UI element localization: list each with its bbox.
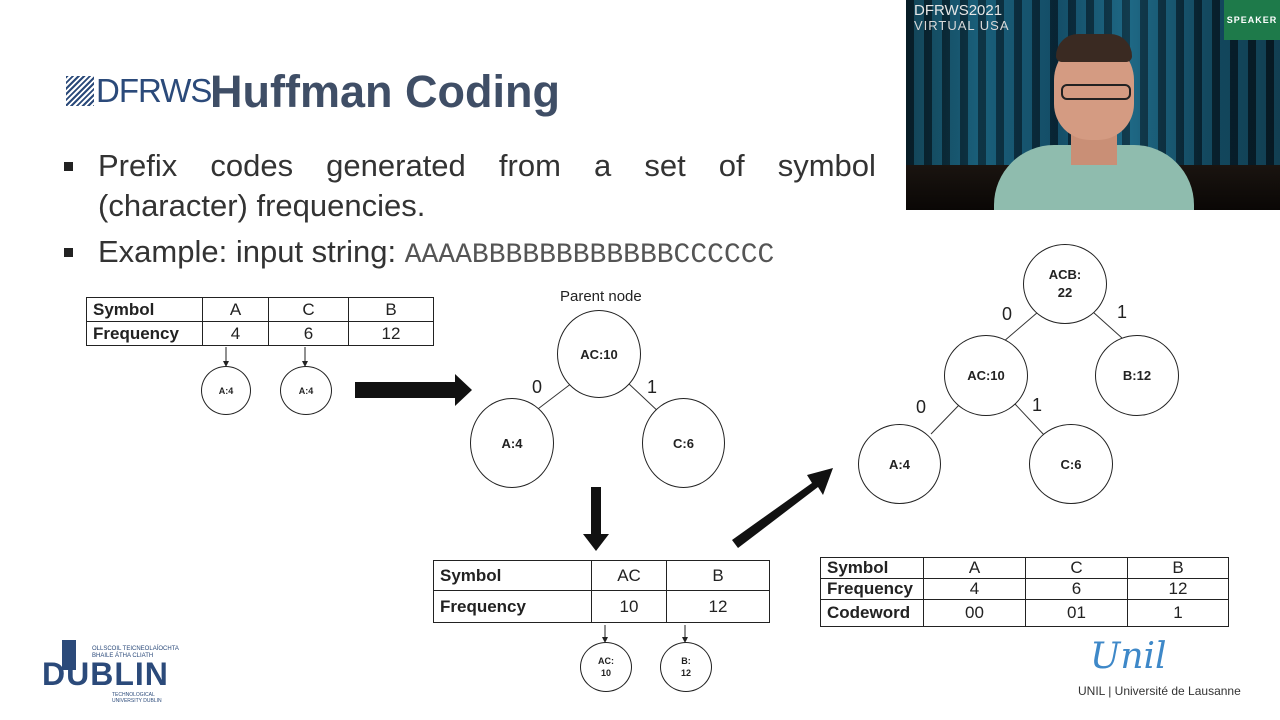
table-cell: Frequency (86, 321, 203, 346)
speaker-badge: SPEAKER (1224, 0, 1280, 40)
example-prefix: Example: input string: (98, 234, 405, 269)
leaf-node-small: A:4 (280, 366, 332, 415)
edge-label-1: 1 (647, 377, 658, 397)
parent-node-label: Parent node (560, 288, 642, 305)
word: symbol (777, 148, 876, 183)
edge-label-0: 0 (916, 397, 927, 417)
speaker-hair (1056, 34, 1132, 62)
tree1-left-node: A:4 (470, 398, 554, 488)
right-arrow-icon (355, 374, 472, 406)
table-cell: Codeword (820, 599, 924, 627)
speaker-video[interactable]: DFRWS2021 VIRTUAL USA SPEAKER (906, 0, 1280, 210)
tree-edge (1092, 311, 1123, 339)
table-cell: 6 (268, 321, 349, 346)
video-event-subtitle: VIRTUAL USA (914, 18, 1010, 33)
unil-logo-text: UNIL | Université de Lausanne (1078, 684, 1241, 698)
bullet-line-2: (character) frequencies. (98, 188, 426, 223)
bullet-example: Example: input string: AAAABBBBBBBBBBBBC… (64, 234, 774, 271)
tree-edge (930, 403, 961, 435)
frequency-table-1: Symbol A C B Frequency 4 6 12 (86, 297, 434, 346)
edge-label-0: 0 (532, 377, 543, 397)
codeword-table: Symbol A C B Frequency 4 6 12 Codeword 0… (820, 557, 1229, 627)
edge-label-1: 1 (1032, 395, 1043, 415)
tud-logo-main: DUBLIN (42, 656, 169, 692)
table-cell: Symbol (86, 297, 203, 322)
table-cell: 00 (923, 599, 1026, 627)
table-cell: Symbol (433, 560, 592, 591)
tree1-right-node: C:6 (642, 398, 725, 488)
leaf-node-small: B: 12 (660, 642, 712, 692)
tree-edge (1002, 311, 1039, 343)
word: Prefix (98, 148, 178, 183)
table-cell: 12 (666, 590, 770, 623)
table-cell: 4 (202, 321, 269, 346)
table-cell: 10 (591, 590, 667, 623)
table-cell: C (268, 297, 349, 322)
tud-logo-sub: TECHNOLOGICAL UNIVERSITY DUBLIN (112, 692, 162, 704)
table-cell: AC (591, 560, 667, 591)
slide-title: Huffman Coding (210, 66, 560, 117)
example-string: AAAABBBBBBBBBBBBCCCCCC (404, 240, 775, 271)
table-cell: Frequency (820, 578, 924, 600)
edge-label-1: 1 (1117, 302, 1128, 322)
dfrws-stripes-icon (66, 76, 94, 106)
table-cell: 1 (1127, 599, 1229, 627)
word: set (644, 148, 686, 183)
tud-logo-irish: OLLSCOIL TEICNEOLAÍOCHTA BHAILE ÁTHA CLI… (92, 646, 179, 659)
tree2-mid-node: AC:10 (944, 335, 1028, 416)
bullet-prefix-codes: Prefix codes generated from a set of sym… (64, 148, 876, 224)
word: generated (326, 148, 466, 183)
video-event-title: DFRWS2021 (914, 2, 1003, 19)
table-cell: B (348, 297, 434, 322)
dfrws-logo: DFRWS (66, 72, 212, 109)
tud-logo-mark-icon (62, 640, 76, 670)
edge-label-0: 0 (1002, 304, 1013, 324)
tree2-root-node: ACB: 22 (1023, 244, 1107, 324)
tree-edge (1014, 403, 1046, 437)
glasses-icon (1061, 84, 1131, 100)
word: a (593, 148, 612, 183)
frequency-table-2: Symbol AC B Frequency 10 12 (433, 560, 770, 623)
unil-logo-script: Unil (1090, 636, 1167, 677)
diagonal-arrow-icon (732, 468, 833, 548)
word: from (498, 148, 561, 183)
down-arrow-icon (583, 487, 609, 551)
tree1-root-node: AC:10 (557, 310, 641, 398)
table-cell: Frequency (433, 590, 592, 623)
leaf-node-small: A:4 (201, 366, 251, 415)
tree2-leaf-c-node: C:6 (1029, 424, 1113, 504)
table-cell: B (666, 560, 770, 591)
dfrws-logo-text: DFRWS (96, 72, 212, 109)
table-cell: 12 (348, 321, 434, 346)
word: of (718, 148, 745, 183)
tree2-leaf-a-node: A:4 (858, 424, 941, 504)
leaf-node-small: AC: 10 (580, 642, 632, 692)
bullet-line-1: Prefix codes generated from a set of sym… (98, 148, 876, 184)
tree2-right-node: B:12 (1095, 335, 1179, 416)
word: codes (210, 148, 294, 183)
